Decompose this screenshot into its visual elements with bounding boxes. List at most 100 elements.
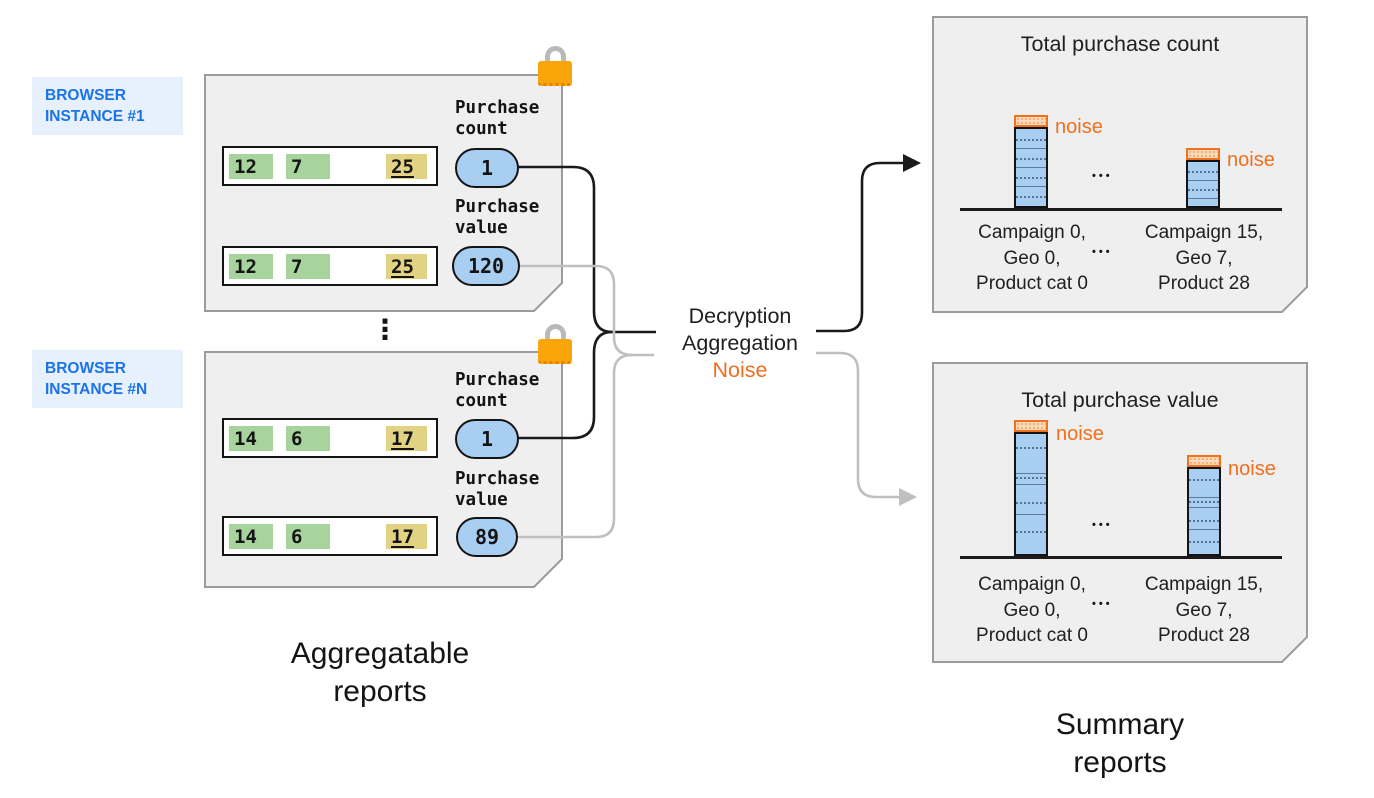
caption-line: Summary bbox=[1055, 708, 1185, 741]
bucket-chip: 14 bbox=[229, 426, 273, 451]
bar-segment bbox=[1016, 514, 1046, 531]
count-connector-instance-n bbox=[518, 330, 613, 440]
bucket-chip-value: 6 bbox=[291, 525, 303, 548]
bucket-chip-value: 14 bbox=[234, 525, 257, 548]
bucket-chip: 7 bbox=[286, 154, 330, 179]
aggregatable-reports-caption: Aggregatable reports bbox=[230, 635, 530, 711]
report-vector-row: 12 7 25 bbox=[222, 146, 438, 186]
purchase-value-label-line2: value bbox=[455, 218, 508, 238]
purchase-count-label: Purchase count bbox=[455, 370, 539, 412]
value-connector-instance-n bbox=[516, 353, 633, 539]
category-line: Geo 0, bbox=[1003, 599, 1061, 621]
summary-reports-caption: Summary reports bbox=[970, 706, 1270, 782]
noise-step: Noise bbox=[712, 358, 768, 382]
purchase-count-label-line2: count bbox=[455, 119, 508, 139]
purchase-value-value: 89 bbox=[474, 525, 500, 549]
bar-segment bbox=[1188, 180, 1218, 189]
bucket-chip-value: 6 bbox=[291, 427, 303, 450]
value-bar-body bbox=[1187, 467, 1221, 556]
bar-segment bbox=[1016, 148, 1046, 158]
lock-body bbox=[538, 339, 572, 364]
count-connector-instance-1 bbox=[518, 165, 656, 334]
aggregation-step: Aggregation bbox=[682, 331, 798, 355]
count-bar-campaign0 bbox=[1014, 115, 1048, 208]
value-arrow-to-summary bbox=[816, 351, 899, 499]
bar-segment bbox=[1016, 158, 1046, 167]
highlighted-bucket-value: 25 bbox=[391, 255, 414, 278]
category-line: Campaign 0, bbox=[978, 574, 1086, 595]
count-arrow-to-summary bbox=[816, 161, 903, 333]
noise-cap bbox=[1014, 420, 1048, 432]
purchase-count-pill: 1 bbox=[455, 419, 519, 459]
category-label-left: Campaign 0, Geo 0, Product cat 0 bbox=[947, 572, 1117, 649]
x-axis-value bbox=[960, 556, 1282, 559]
noise-cap bbox=[1014, 115, 1048, 127]
bar-segment bbox=[1016, 196, 1046, 206]
bucket-chip-value: 7 bbox=[291, 255, 303, 278]
bar-segment bbox=[1016, 502, 1046, 514]
category-line: Product cat 0 bbox=[976, 625, 1088, 646]
noise-cap bbox=[1186, 148, 1220, 160]
chart-title-count: Total purchase count bbox=[1020, 32, 1220, 56]
browser-instance-n-label: BROWSER INSTANCE #N bbox=[32, 350, 183, 408]
x-axis-count bbox=[960, 208, 1282, 211]
category-line: Product 28 bbox=[1158, 273, 1250, 294]
category-line: Campaign 15, bbox=[1144, 222, 1264, 243]
bucket-chip: 12 bbox=[229, 154, 273, 179]
browser-instance-1-line2: INSTANCE #1 bbox=[45, 108, 145, 125]
bar-segment bbox=[1189, 520, 1219, 529]
count-arrowhead-icon bbox=[903, 154, 921, 172]
bar-segment bbox=[1189, 501, 1219, 507]
caption-line: Aggregatable bbox=[290, 637, 470, 670]
bucket-chip-value: 7 bbox=[291, 155, 303, 178]
bucket-chip: 14 bbox=[229, 524, 273, 549]
value-bar-body bbox=[1014, 432, 1048, 556]
noise-cap bbox=[1187, 455, 1221, 467]
lock-shackle bbox=[544, 46, 566, 63]
category-line: Geo 7, bbox=[1175, 599, 1233, 621]
bars-ellipsis: ••• bbox=[1092, 170, 1113, 182]
bucket-chip-value: 12 bbox=[234, 255, 257, 278]
noise-annotation: noise bbox=[1228, 458, 1276, 480]
category-label-right: Campaign 15, Geo 7, Product 28 bbox=[1119, 220, 1289, 297]
summary-report-panel-count bbox=[932, 16, 1308, 313]
purchase-value-value: 120 bbox=[467, 254, 505, 278]
noise-annotation: noise bbox=[1227, 149, 1275, 171]
bucket-chip-value: 14 bbox=[234, 427, 257, 450]
highlighted-bucket-chip: 25 bbox=[386, 254, 427, 279]
bar-segment bbox=[1016, 186, 1046, 196]
bar-segment bbox=[1189, 469, 1219, 479]
category-label-right: Campaign 15, Geo 7, Product 28 bbox=[1119, 572, 1289, 649]
highlighted-bucket-value: 17 bbox=[391, 525, 414, 548]
bar-segment bbox=[1189, 529, 1219, 541]
bar-segment bbox=[1189, 541, 1219, 554]
bar-segment bbox=[1016, 167, 1046, 177]
bucket-chip: 7 bbox=[286, 254, 330, 279]
labels-ellipsis: ••• bbox=[1092, 246, 1113, 258]
bar-segment bbox=[1189, 497, 1219, 501]
report-vector-row: 14 6 17 bbox=[222, 418, 438, 458]
category-line: Product cat 0 bbox=[976, 273, 1088, 294]
category-line: Geo 0, bbox=[1003, 247, 1061, 269]
category-line: Campaign 15, bbox=[1144, 574, 1264, 595]
caption-line: reports bbox=[333, 675, 427, 708]
browser-instance-n-line1: BROWSER bbox=[45, 360, 126, 377]
value-bar-campaign15 bbox=[1187, 455, 1221, 556]
value-connector-instance-1 bbox=[520, 264, 654, 357]
browser-instance-1-line1: BROWSER bbox=[45, 87, 126, 104]
count-bar-body bbox=[1186, 160, 1220, 208]
labels-ellipsis: ••• bbox=[1092, 598, 1113, 610]
bar-segment bbox=[1016, 477, 1046, 484]
count-bar-body bbox=[1014, 127, 1048, 208]
count-bar-campaign15 bbox=[1186, 148, 1220, 208]
highlighted-bucket-chip: 25 bbox=[386, 154, 427, 179]
chart-title-value: Total purchase value bbox=[1021, 388, 1219, 412]
purchase-value-label-line1: Purchase bbox=[455, 197, 540, 217]
value-bar-campaign0 bbox=[1014, 420, 1048, 556]
purchase-count-value: 1 bbox=[480, 427, 494, 451]
bars-ellipsis: ••• bbox=[1092, 519, 1113, 531]
highlighted-bucket-chip: 17 bbox=[386, 426, 427, 451]
browser-instance-1-label: BROWSER INSTANCE #1 bbox=[32, 77, 183, 135]
bar-segment bbox=[1016, 177, 1046, 186]
